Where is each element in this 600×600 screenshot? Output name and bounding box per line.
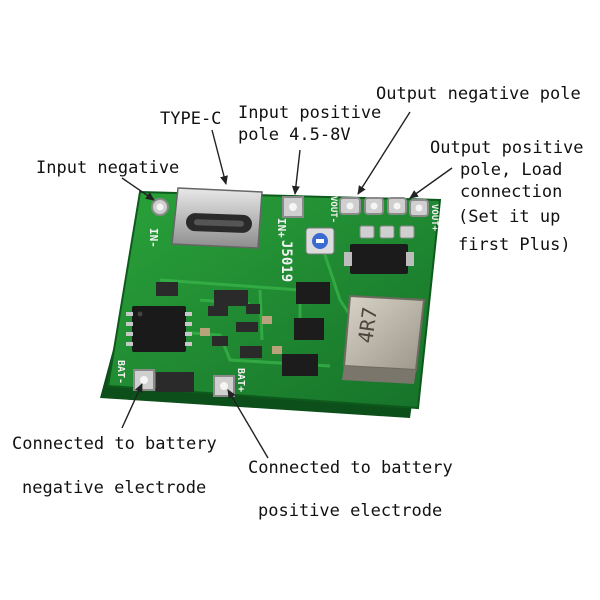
arrow-battery-positive bbox=[227, 389, 269, 459]
silk-in-minus: IN- bbox=[147, 228, 160, 248]
label-battery-negative-line1: Connected to battery bbox=[12, 434, 217, 454]
label-battery-positive-line2: positive electrode bbox=[258, 501, 443, 521]
arrow-type-c bbox=[211, 129, 228, 185]
silk-bat-minus: BAT- bbox=[115, 360, 126, 384]
boost-ic bbox=[282, 282, 330, 376]
input-positive-pad bbox=[282, 196, 304, 218]
label-battery-negative-line2: negative electrode bbox=[22, 478, 207, 498]
output-positive-pads bbox=[387, 197, 429, 217]
silk-vout-plus: VOUT+ bbox=[429, 204, 439, 232]
label-input-positive-line1: Input positive bbox=[238, 103, 382, 123]
inductor bbox=[342, 294, 426, 384]
usb-type-c-connector bbox=[171, 187, 263, 249]
arrow-input-positive bbox=[291, 149, 301, 195]
charger-ic bbox=[126, 306, 192, 352]
input-negative-pad bbox=[151, 198, 169, 216]
leader-arrows bbox=[121, 111, 453, 459]
label-type-c: TYPE-C bbox=[160, 109, 222, 129]
arrow-output-positive bbox=[409, 167, 453, 199]
label-output-positive-line2: pole, Load bbox=[460, 160, 563, 180]
inductor-marking: 4R7 bbox=[353, 306, 382, 345]
silk-model: J5019 bbox=[278, 240, 294, 282]
arrow-battery-negative bbox=[121, 383, 143, 429]
label-output-positive-line1: Output positive bbox=[430, 138, 584, 158]
label-output-positive-line3: connection bbox=[460, 182, 563, 202]
silk-vout-minus: VOUT- bbox=[328, 196, 338, 223]
battery-positive-pad bbox=[213, 375, 235, 397]
mid-pads bbox=[359, 225, 415, 239]
potentiometer bbox=[305, 227, 335, 255]
label-input-negative: Input negative bbox=[36, 158, 180, 178]
arrow-input-negative bbox=[121, 177, 155, 201]
label-battery-positive-line1: Connected to battery bbox=[248, 458, 453, 478]
output-diode bbox=[344, 244, 414, 274]
battery-negative-pad bbox=[133, 369, 155, 391]
silk-in-plus: IN+ bbox=[275, 218, 288, 238]
label-output-negative: Output negative pole bbox=[376, 84, 581, 104]
label-input-positive-line2: pole 4.5-8V bbox=[238, 125, 351, 145]
silk-bat-plus: BAT+ bbox=[235, 368, 246, 392]
smd-components bbox=[156, 282, 262, 392]
label-output-positive-line5: first Plus) bbox=[458, 235, 571, 255]
output-negative-pads bbox=[339, 197, 384, 215]
arrow-output-negative bbox=[357, 111, 411, 195]
label-output-positive-line4: (Set it up bbox=[458, 207, 561, 227]
smd-caps bbox=[200, 316, 282, 354]
